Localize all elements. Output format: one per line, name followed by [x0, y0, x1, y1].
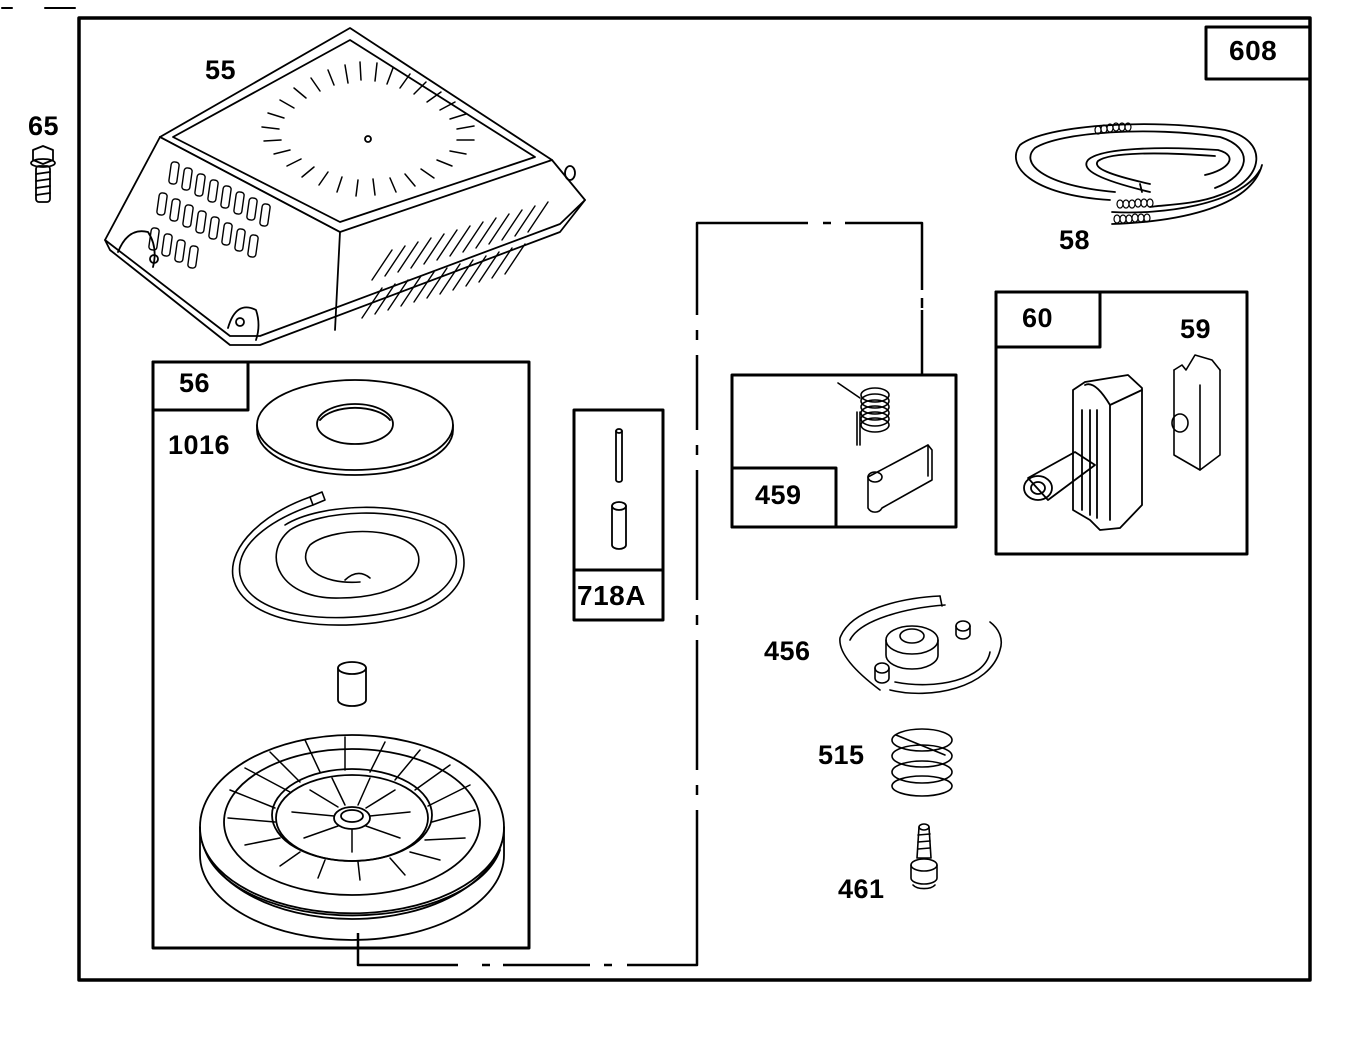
part-label-65[interactable]: 65 [28, 111, 60, 141]
bushing-icon[interactable] [337, 661, 367, 707]
washer-icon[interactable] [256, 379, 454, 476]
recoil-spring-icon[interactable] [231, 491, 465, 626]
kit-label-box-60 [994, 290, 1102, 349]
part-label-58[interactable]: 58 [1059, 225, 1091, 255]
part-label-459[interactable]: 459 [755, 480, 802, 510]
assembly-label-box [1204, 25, 1312, 81]
assembly-leader-line [356, 221, 924, 967]
kit-box-60 [994, 290, 1249, 556]
part-label-56[interactable]: 56 [179, 368, 211, 398]
starter-handle-icon[interactable] [1023, 374, 1143, 531]
screw-icon[interactable] [910, 823, 938, 890]
assembly-number-label: 608 [1229, 35, 1278, 66]
outer-frame [77, 16, 1312, 982]
kit-box-459 [730, 373, 958, 529]
handle-insert-icon[interactable] [1171, 354, 1221, 471]
starter-rope-icon[interactable] [1015, 122, 1263, 225]
retainer-plate-icon[interactable] [839, 595, 1003, 695]
part-label-461[interactable]: 461 [838, 874, 885, 904]
part-label-718A[interactable]: 718A [577, 580, 646, 611]
part-label-59[interactable]: 59 [1180, 314, 1212, 344]
starter-pulley-icon[interactable] [199, 734, 505, 941]
part-label-456[interactable]: 456 [764, 636, 811, 666]
blower-housing-cover-icon[interactable] [104, 27, 586, 346]
pin-kit-icon[interactable] [611, 428, 627, 550]
part-label-55[interactable]: 55 [205, 55, 237, 85]
kit-box-718A [572, 408, 665, 622]
part-label-515[interactable]: 515 [818, 740, 865, 770]
kit-label-box-56 [151, 360, 250, 412]
part-label-1016[interactable]: 1016 [168, 430, 231, 460]
kit-label-box-459 [730, 466, 838, 529]
compression-spring-icon[interactable] [891, 728, 953, 797]
kit-box-56 [151, 360, 531, 950]
hex-bolt-icon[interactable] [30, 145, 56, 203]
part-label-60[interactable]: 60 [1022, 303, 1054, 333]
pawl-spring-kit-icon[interactable] [837, 382, 933, 513]
